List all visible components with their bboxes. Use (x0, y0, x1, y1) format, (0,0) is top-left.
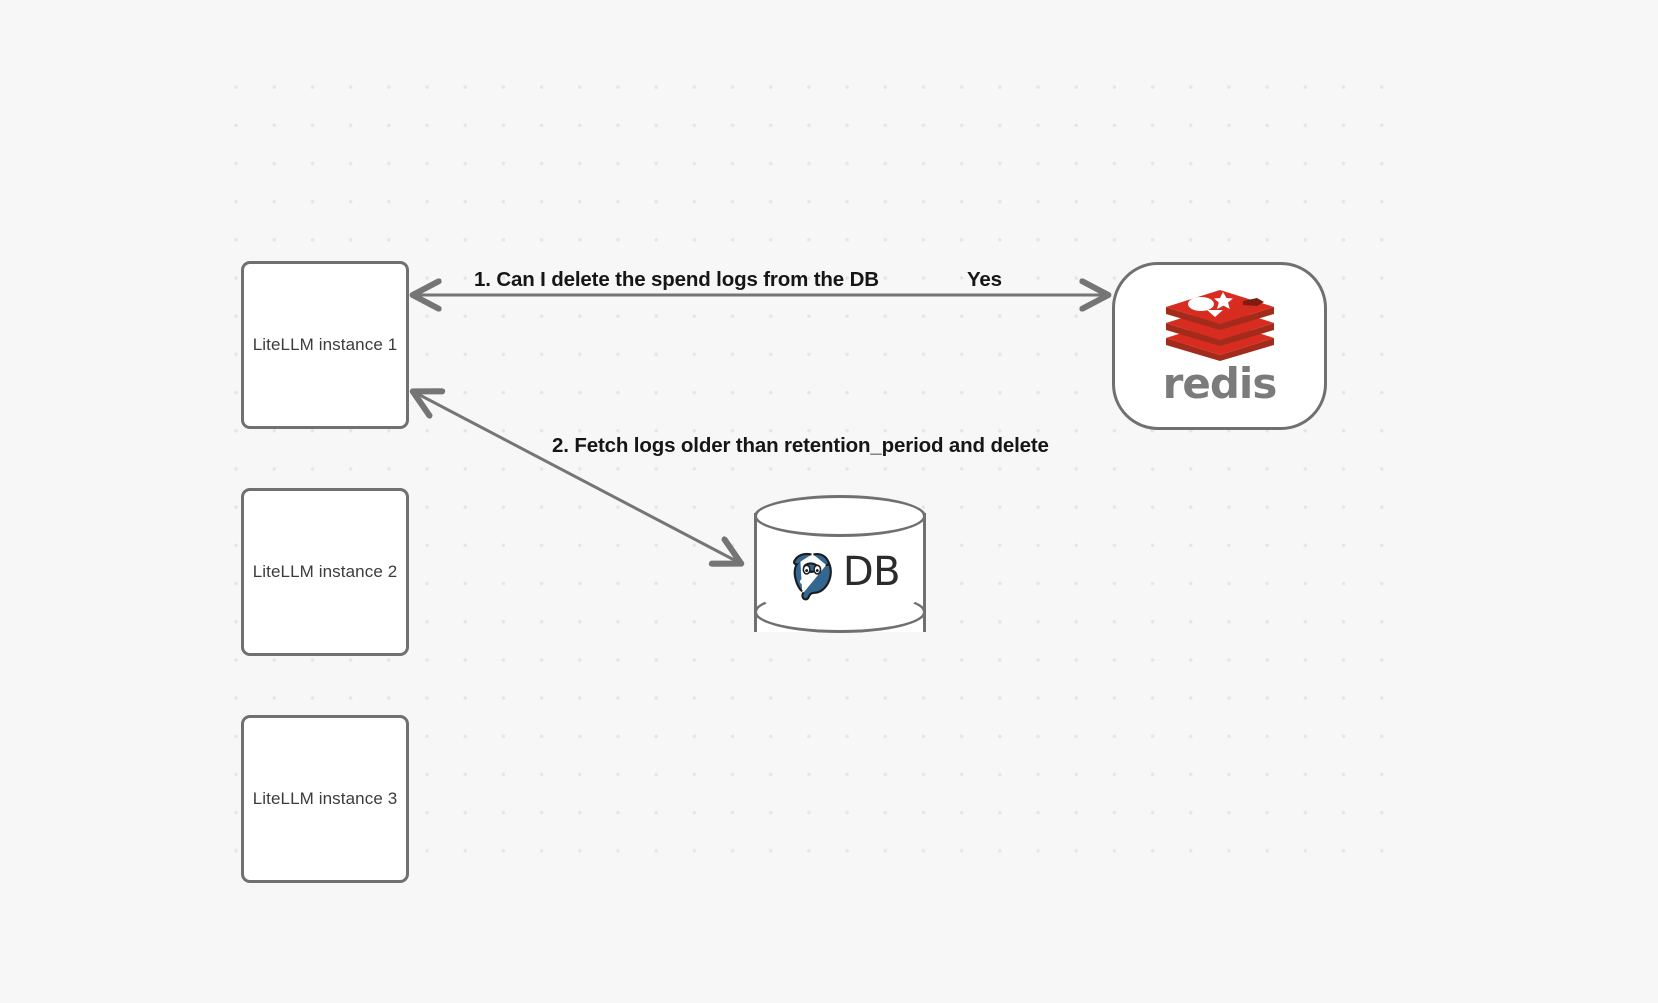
redis-wordmark: redis (1162, 359, 1278, 408)
cylinder-bottom (754, 591, 926, 633)
node-redis[interactable]: redis (1112, 262, 1327, 430)
node-litellm-instance-3[interactable]: LiteLLM instance 3 (241, 715, 409, 883)
redis-logo: redis (1161, 283, 1279, 405)
db-label: DB (842, 549, 901, 595)
edge-label-yes: Yes (967, 268, 1002, 291)
db-logo-row: DB (754, 537, 926, 607)
node-label: LiteLLM instance 2 (252, 562, 398, 581)
edge-litellm1-db (414, 392, 740, 563)
redis-stack-icon (1165, 290, 1274, 361)
node-litellm-instance-1[interactable]: LiteLLM instance 1 (241, 261, 409, 429)
node-label: LiteLLM instance 1 (252, 335, 398, 354)
node-litellm-instance-2[interactable]: LiteLLM instance 2 (241, 488, 409, 656)
postgresql-elephant-icon (789, 549, 834, 603)
edge-label-step-2: 2. Fetch logs older than retention_perio… (552, 434, 1049, 457)
node-label: LiteLLM instance 3 (252, 789, 398, 808)
cylinder-top (754, 495, 926, 537)
node-database[interactable]: DB (754, 495, 926, 650)
edge-label-step-1: 1. Can I delete the spend logs from the … (474, 268, 879, 291)
